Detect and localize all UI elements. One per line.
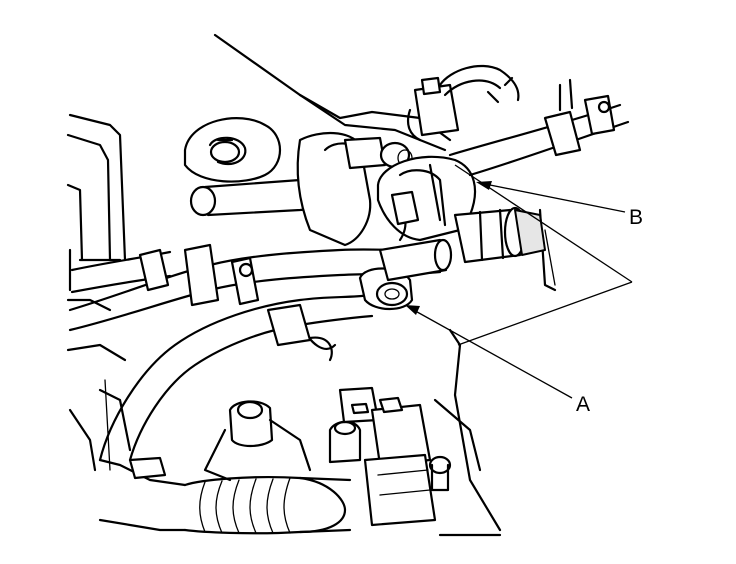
lower-components — [203, 386, 452, 527]
upper-right-hose — [448, 78, 630, 177]
valve-housing — [296, 131, 413, 247]
leader-b — [479, 182, 626, 213]
guide-line-lower — [457, 281, 633, 346]
fitting-a — [358, 190, 453, 311]
corrugated-boot — [98, 456, 352, 535]
main-hose — [68, 243, 442, 332]
callout-label-a: A — [576, 393, 590, 416]
callout-leaders — [405, 164, 633, 399]
callout-label-b: B — [629, 206, 643, 229]
frame-edge — [433, 398, 502, 537]
engine-block-outline — [66, 33, 557, 532]
guide-line-upper — [454, 164, 633, 283]
lower-hose — [98, 293, 374, 462]
arrowhead-a — [405, 305, 420, 315]
electrical-connector — [406, 65, 520, 142]
leader-a — [409, 307, 573, 399]
arrowhead-b — [476, 181, 492, 190]
mounting-boss — [183, 117, 281, 183]
